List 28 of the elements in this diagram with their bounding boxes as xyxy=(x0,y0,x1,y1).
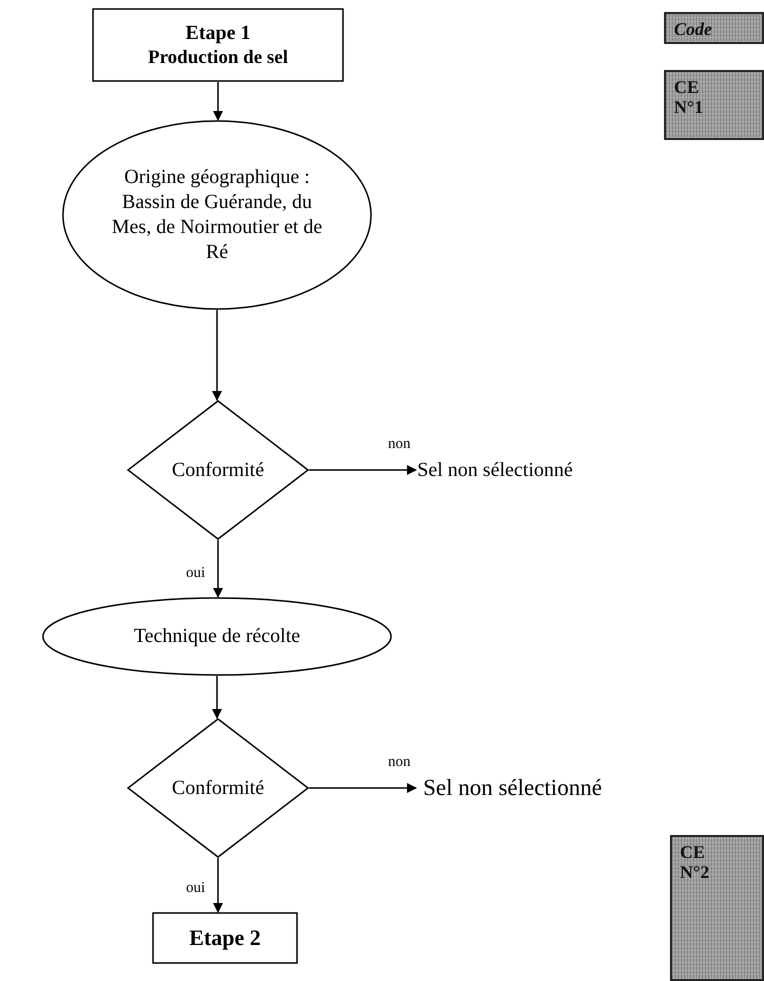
code-box xyxy=(664,70,764,140)
arrow xyxy=(213,82,223,121)
process-ellipse xyxy=(42,597,392,676)
arrow xyxy=(212,676,222,719)
arrow xyxy=(309,783,417,793)
arrow xyxy=(212,310,222,401)
decision-diamond xyxy=(127,400,309,540)
node-text: Production de sel xyxy=(148,46,288,70)
code-box xyxy=(664,12,764,44)
arrow xyxy=(213,540,223,598)
code-box xyxy=(670,835,764,981)
process-box xyxy=(152,912,298,964)
node-text: Conformité xyxy=(172,458,264,482)
node-text: Sel non sélectionné xyxy=(417,458,573,482)
arrow xyxy=(213,858,223,913)
step-title: Etape 1 xyxy=(186,20,250,46)
process-ellipse xyxy=(62,120,372,310)
decision-diamond xyxy=(127,718,309,858)
node-text: Conformité xyxy=(172,776,264,800)
node-text: CE N°1 xyxy=(674,78,704,118)
node-text: Technique de récolte xyxy=(134,624,300,649)
node-text: Sel non sélectionné xyxy=(423,774,602,802)
process-box xyxy=(92,8,344,82)
node-text: Etape 2 xyxy=(189,924,261,952)
node-text: CE N°2 xyxy=(680,843,710,883)
node-text: Origine géographique : Bassin de Guérande, du Mes, de Noirmoutier et de Ré xyxy=(110,165,324,265)
node-text: Code xyxy=(674,20,713,40)
arrow xyxy=(309,465,417,475)
